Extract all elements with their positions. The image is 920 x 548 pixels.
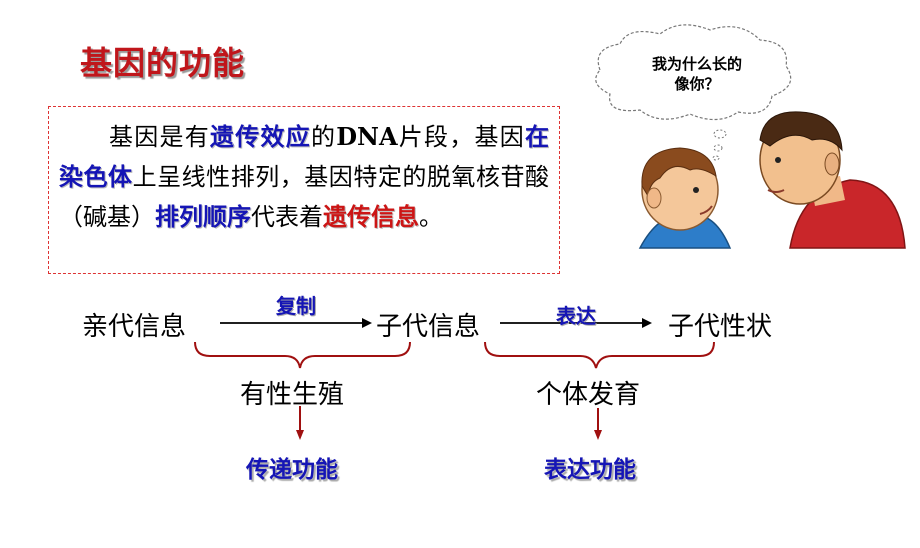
arrow-expression bbox=[500, 318, 652, 328]
result-transmission-function: 传递功能 bbox=[246, 457, 338, 483]
thought-cloud bbox=[595, 24, 792, 161]
result-expression-function: 表达功能 bbox=[544, 457, 636, 483]
label-replication: 复制 bbox=[276, 294, 316, 318]
boy-illustration bbox=[638, 147, 732, 249]
node-child-traits: 子代性状 bbox=[668, 312, 773, 342]
definition-text-1: 基因是有 bbox=[109, 123, 210, 151]
speech-line-1: 我为什么长的 bbox=[651, 55, 742, 73]
definition-text-5: 代表着 bbox=[251, 203, 323, 231]
node-child-info: 子代信息 bbox=[376, 312, 481, 342]
definition-box: 基因是有遗传效应的DNA片段，基因在染色体上呈线性排列，基因特定的脱氧核苷酸（碱… bbox=[48, 106, 560, 274]
man-illustration bbox=[759, 111, 906, 249]
node-parent-info: 亲代信息 bbox=[82, 312, 187, 342]
arrow-down-transmission bbox=[296, 406, 304, 440]
definition-text-2: 的 bbox=[310, 123, 337, 151]
arrow-down-expression bbox=[594, 408, 602, 440]
speech-bubble-text: 我为什么长的 像你？ bbox=[612, 54, 782, 94]
label-expression: 表达 bbox=[556, 304, 596, 328]
keyword-sequence-order: 排列顺序 bbox=[155, 203, 251, 231]
definition-text-3: 片段，基因 bbox=[397, 123, 526, 151]
keyword-genetic-effect: 遗传效应 bbox=[209, 123, 311, 151]
label-sexual-reproduction: 有性生殖 bbox=[240, 380, 345, 410]
speech-line-2: 像你？ bbox=[674, 75, 720, 93]
brace-sexual-reproduction bbox=[194, 341, 411, 369]
brace-individual-development bbox=[484, 341, 715, 369]
page-title: 基因的功能 bbox=[80, 44, 246, 82]
dna-term: DNA bbox=[336, 122, 398, 151]
definition-text-4: 上呈线性排列，基因特定的脱氧核苷酸（碱基） bbox=[59, 163, 550, 231]
definition-text-6: 。 bbox=[419, 203, 443, 231]
keyword-genetic-info: 遗传信息 bbox=[323, 203, 419, 231]
keyword-on-chromosome: 在染色体 bbox=[59, 123, 550, 191]
arrow-replication bbox=[220, 318, 372, 328]
label-individual-development: 个体发育 bbox=[536, 380, 641, 410]
